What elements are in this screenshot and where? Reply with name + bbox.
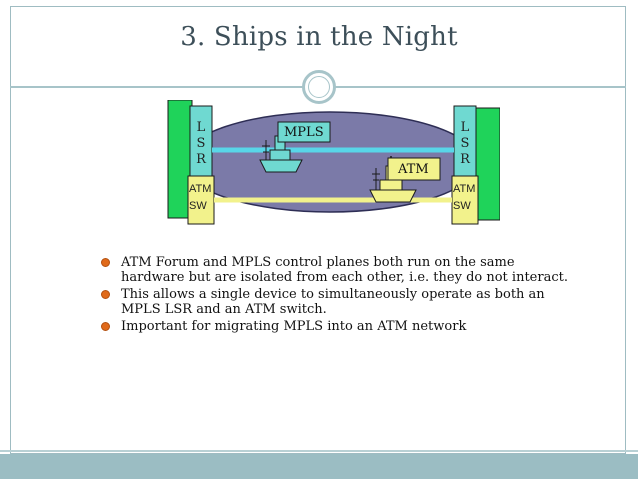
bullet-item: ATM Forum and MPLS control planes both r… xyxy=(101,255,571,285)
right-lsr-label-r: R xyxy=(460,152,470,167)
footer-bar xyxy=(0,454,638,479)
atm-label-box xyxy=(387,157,441,181)
left-device-green-back xyxy=(167,100,193,219)
footer-divider xyxy=(0,450,638,452)
right-device-green-back xyxy=(475,107,500,221)
right-atm-switch-label-atm: ATM xyxy=(453,183,476,195)
left-atm-switch-label-atm: ATM xyxy=(189,183,212,195)
left-atm-switch-label-sw: SW xyxy=(189,200,207,212)
left-lsr-label-s: S xyxy=(196,136,206,151)
right-lsr-label-l: L xyxy=(460,120,470,135)
ships-in-the-night-diagram: L S R L S R ATM SW ATM SW MPLS ATM xyxy=(160,100,500,230)
mpls-label: MPLS xyxy=(284,125,324,140)
bullet-dot-icon xyxy=(101,258,110,267)
slide-title: 3. Ships in the Night xyxy=(180,22,458,52)
right-lsr-label-s: S xyxy=(460,136,470,151)
mpls-label-box xyxy=(277,121,331,143)
left-lsr-label-r: R xyxy=(196,152,206,167)
divider-ring-ornament xyxy=(302,70,336,104)
bullet-text: Important for migrating MPLS into an ATM… xyxy=(121,319,467,334)
mpls-ship xyxy=(259,126,303,173)
bullet-list: ATM Forum and MPLS control planes both r… xyxy=(101,255,571,336)
diagram-graphic xyxy=(167,100,500,225)
left-atm-switch-box xyxy=(187,175,215,225)
bullet-text: ATM Forum and MPLS control planes both r… xyxy=(121,255,568,285)
bullet-dot-icon xyxy=(101,322,110,331)
slide-frame xyxy=(10,6,626,454)
bullet-text: This allows a single device to simultane… xyxy=(121,287,545,317)
bullet-item: Important for migrating MPLS into an ATM… xyxy=(101,319,571,334)
atm-label: ATM xyxy=(398,162,429,177)
bullet-item: This allows a single device to simultane… xyxy=(101,287,571,317)
right-atm-switch-box xyxy=(451,175,479,225)
bullet-dot-icon xyxy=(101,290,110,299)
left-lsr-label-l: L xyxy=(196,120,206,135)
right-atm-switch-label-sw: SW xyxy=(453,200,471,212)
